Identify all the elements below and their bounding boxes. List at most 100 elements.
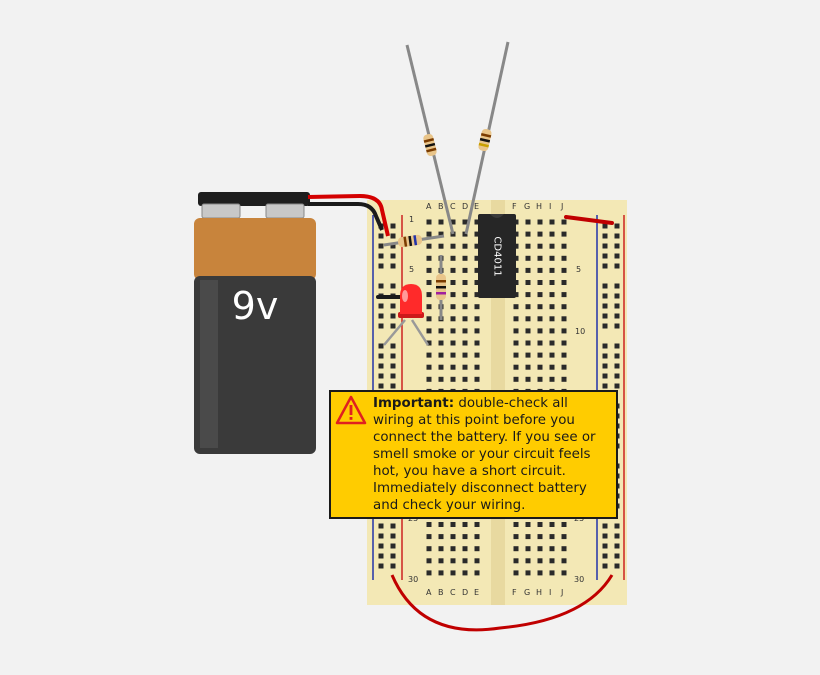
breadboard-hole [537,219,543,225]
red-jumper-top-right [564,215,614,225]
breadboard-hole [426,243,432,249]
breadboard-hole [537,316,543,322]
breadboard-hole [474,292,480,298]
rail-hole [602,263,608,269]
breadboard-hole [525,316,531,322]
resistor-top-right [464,41,510,235]
breadboard-hole [474,352,480,358]
chip-label-box: CD4011 [478,214,516,298]
breadboard-hole [561,364,567,370]
breadboard-hole [450,352,456,358]
breadboard-hole [549,316,555,322]
rail-hole [378,253,384,259]
breadboard-hole [438,376,444,382]
rail-hole [390,553,396,559]
breadboard-hole [549,522,555,527]
breadboard-hole [474,280,480,285]
warning-triangle-icon [335,395,367,425]
rail-hole [614,253,620,259]
rail-hole [602,303,608,309]
breadboard-hole [426,304,432,310]
battery-wire-black [308,202,384,231]
breadboard-hole [549,352,555,358]
breadboard-hole [525,376,531,382]
rail-hole [614,523,620,529]
rail-hole [390,283,396,289]
breadboard-hole [462,522,468,527]
col-label-e-bottom: E [474,588,480,597]
breadboard-hole [450,280,456,285]
battery-terminal-right [265,203,305,219]
rail-hole [602,543,608,549]
breadboard-hole [426,376,432,382]
breadboard-hole [549,546,555,552]
breadboard-hole [462,231,468,237]
col-label-j-top: J [561,202,564,211]
rail-hole [614,233,620,239]
rail-hole [378,343,384,349]
breadboard-hole [537,352,543,358]
breadboard-hole [549,304,555,310]
breadboard-hole [561,255,567,261]
breadboard-hole [537,243,543,249]
breadboard-hole [438,340,444,346]
row-label-5-left: 5 [409,265,415,274]
breadboard-hole [426,534,432,540]
breadboard-hole [438,328,444,334]
rail-hole [378,323,384,329]
rail-hole [602,523,608,529]
rail-hole [602,353,608,359]
breadboard-hole [525,570,531,576]
rail-hole [602,223,608,229]
rail-hole [378,373,384,379]
breadboard-hole [426,558,432,564]
row-label-5-right: 5 [576,265,582,274]
rail-hole [378,553,384,559]
breadboard-hole [450,219,456,225]
rail-hole [614,293,620,299]
rail-hole [378,303,384,309]
breadboard-hole [561,267,567,273]
resistor-top-left [405,44,455,235]
breadboard-hole [474,304,480,310]
rail-hole [602,293,608,299]
breadboard-hole [438,352,444,358]
breadboard-hole [462,267,468,273]
breadboard-hole [561,316,567,322]
breadboard-hole [561,546,567,552]
rail-hole [614,363,620,369]
breadboard-hole [561,328,567,334]
col-label-g-top: G [524,202,531,211]
breadboard-hole [537,328,543,334]
breadboard-hole [513,340,519,346]
breadboard-hole [426,352,432,358]
rail-hole [614,373,620,379]
col-label-d-bottom: D [462,588,469,597]
rail-hole [602,253,608,259]
breadboard-hole [438,231,444,237]
cd4011-chip [478,214,516,298]
breadboard-hole [450,292,456,298]
row-label-10-right: 10 [575,327,586,336]
breadboard-hole [474,255,480,261]
breadboard-hole [537,267,543,273]
rail-hole [390,563,396,569]
col-label-d-top: D [462,202,469,211]
rail-hole [390,253,396,259]
breadboard-hole [525,546,531,552]
breadboard-hole [462,546,468,552]
breadboard-hole [549,255,555,261]
breadboard-hole [438,522,444,527]
breadboard-hole [561,231,567,237]
rail-hole [390,343,396,349]
col-label-i-top: I [549,202,552,211]
red-jumper-bottom [390,574,614,632]
breadboard-hole [426,546,432,552]
breadboard-hole [450,570,456,576]
breadboard-hole [549,328,555,334]
battery-label: 9v [231,284,279,328]
rail-hole [390,233,396,239]
breadboard-hole [426,267,432,273]
battery-wire-red [307,193,390,237]
